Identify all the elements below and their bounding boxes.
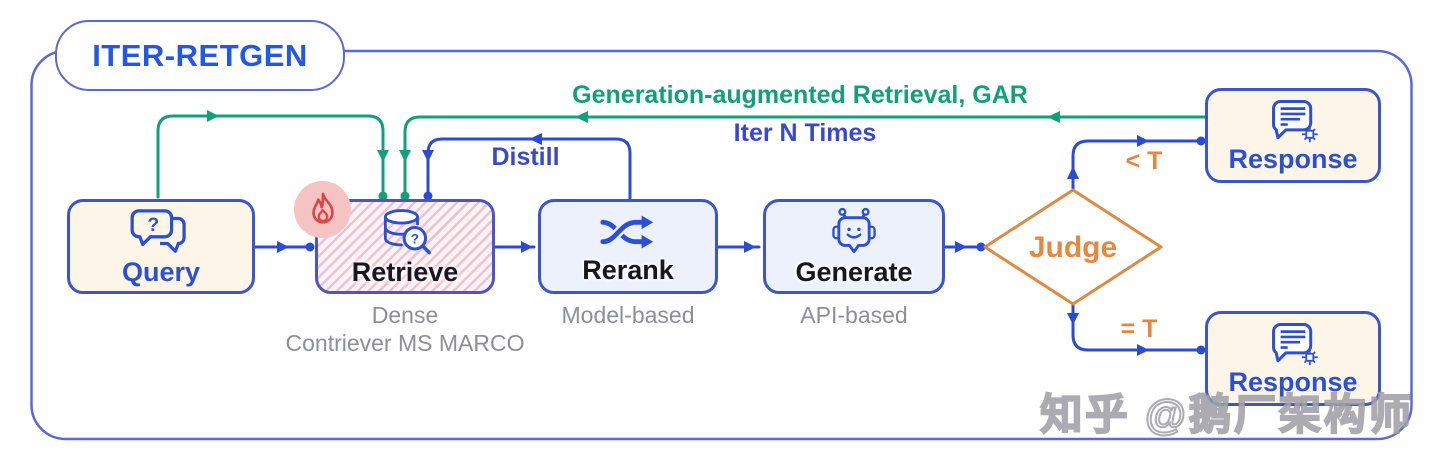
- judge-label: Judge: [1028, 231, 1118, 264]
- rerank-node: Rerank: [538, 199, 718, 294]
- outer-frame: [30, 49, 1413, 441]
- title-pill: ITER-RETGEN: [55, 20, 345, 91]
- edge-judge-response-top: [1071, 139, 1200, 191]
- rerank-label: Rerank: [582, 254, 674, 285]
- retrieve-node: ? Retrieve: [315, 199, 495, 294]
- retrieve-sublabel: Dense Contriever MS MARCO: [285, 302, 525, 357]
- edge-judge-response-bottom: [1071, 303, 1200, 352]
- gar-edge-label: Generation-augmented Retrieval, GAR: [572, 81, 1028, 109]
- generate-label: Generate: [795, 256, 913, 287]
- fire-icon: [294, 181, 351, 238]
- blue-arrowheads: [277, 133, 1206, 356]
- equals-t-label: = T: [1120, 315, 1158, 343]
- robot-icon: [832, 207, 876, 253]
- query-label: Query: [121, 256, 201, 287]
- distill-edge-label: Distill: [491, 143, 560, 171]
- less-than-t-label: < T: [1125, 147, 1163, 175]
- response-top-node: Response: [1205, 88, 1381, 183]
- edge-gar-return: [403, 115, 1207, 195]
- svg-text:?: ?: [147, 215, 159, 236]
- edge-query-gar-loop: [156, 114, 385, 199]
- generate-sublabel: API-based: [800, 302, 908, 328]
- retrieve-label: Retrieve: [351, 256, 459, 287]
- judge-diamond: [983, 188, 1163, 306]
- watermark: 知乎 @鹅厂架构师: [1039, 390, 1414, 439]
- diagram-title: ITER-RETGEN: [92, 37, 308, 73]
- iter-edge-label: Iter N Times: [733, 119, 877, 147]
- rerank-sublabel: Model-based: [561, 302, 695, 328]
- svg-text:?: ?: [411, 231, 419, 246]
- response-chat-icon: [1272, 99, 1318, 143]
- chat-question-icon: ?: [130, 209, 186, 253]
- green-arrowheads: [207, 110, 1060, 201]
- response-top-label: Response: [1228, 143, 1358, 174]
- response-chat-icon: [1272, 322, 1318, 366]
- response-bottom-label: Response: [1228, 366, 1358, 397]
- generate-node: Generate: [763, 199, 945, 294]
- shuffle-icon: [597, 215, 654, 249]
- query-node: ? Query: [67, 199, 255, 294]
- database-search-icon: ?: [383, 208, 431, 255]
- response-bottom-node: Response: [1205, 311, 1381, 406]
